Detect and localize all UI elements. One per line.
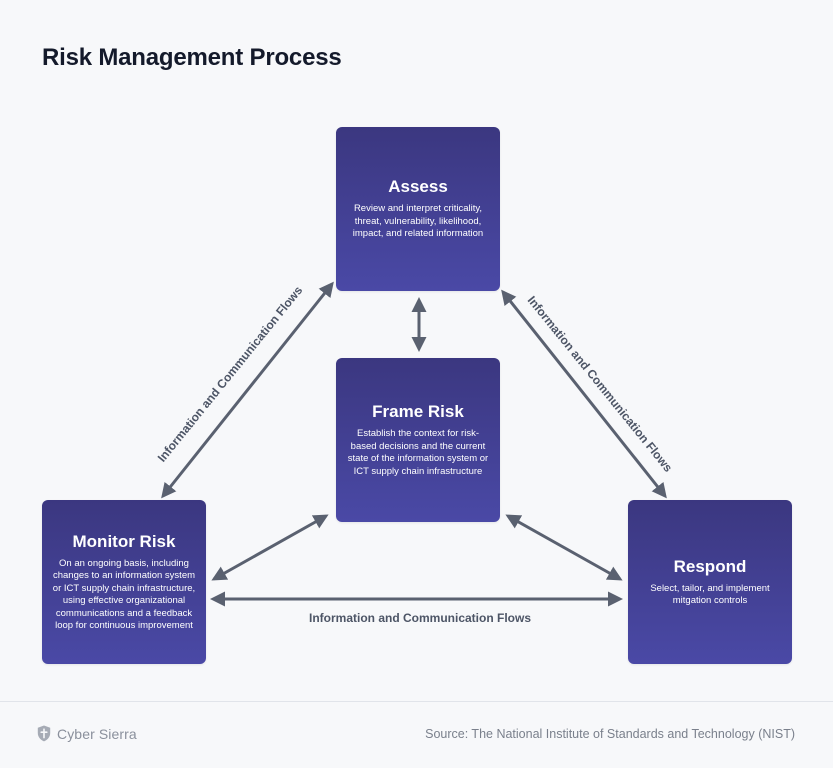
page-title: Risk Management Process xyxy=(42,44,342,71)
monitor-risk-description: On an ongoing basis, including changes t… xyxy=(52,557,196,632)
respond-box: Respond Select, tailor, and implement mi… xyxy=(628,500,792,664)
shield-icon xyxy=(37,725,51,742)
flow-label-bottom: Information and Communication Flows xyxy=(309,611,531,625)
brand-logo: Cyber Sierra xyxy=(37,725,137,742)
source-citation: Source: The National Institute of Standa… xyxy=(425,727,795,741)
frame-risk-description: Establish the context for risk-based dec… xyxy=(347,428,489,477)
arrow-frame-monitor xyxy=(211,514,329,581)
frame-risk-title: Frame Risk xyxy=(372,402,464,421)
arrow-assess-respond xyxy=(501,289,667,499)
arrow-frame-respond xyxy=(505,514,623,581)
respond-title: Respond xyxy=(673,556,747,576)
assess-title: Assess xyxy=(388,177,448,197)
monitor-risk-box: Monitor Risk On an ongoing basis, includ… xyxy=(42,500,206,664)
respond-description: Select, tailor, and implement mitgation … xyxy=(650,582,770,607)
assess-box: Assess Review and interpret criticality,… xyxy=(336,127,500,291)
footer-divider xyxy=(0,701,833,702)
monitor-risk-title: Monitor Risk xyxy=(72,531,176,551)
frame-risk-box: Frame Risk Establish the context for ris… xyxy=(336,358,500,522)
assess-description: Review and interpret criticality, threat… xyxy=(352,203,484,240)
arrow-assess-monitor xyxy=(161,281,334,499)
brand-name: Cyber Sierra xyxy=(57,725,137,742)
